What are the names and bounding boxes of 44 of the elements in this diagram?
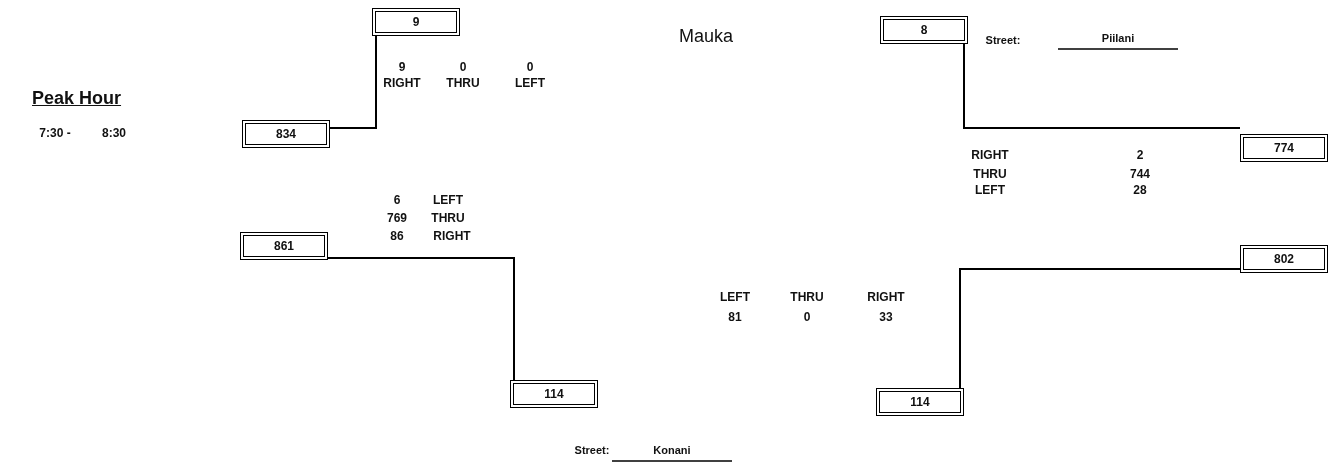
street-name: Konani (653, 444, 691, 456)
time-text: 7:30 - (39, 126, 71, 140)
volume-number: 9 (398, 60, 406, 74)
volume-number: 28 (1133, 183, 1147, 197)
volume-number: 0 (526, 60, 534, 74)
heading: Peak Hour (32, 88, 122, 109)
volume-number: 769 (387, 211, 407, 225)
movement-label: LEFT (975, 183, 1005, 197)
movement-label: RIGHT (433, 229, 471, 243)
volume-number: 0 (803, 310, 811, 324)
volume-number: 6 (393, 193, 401, 207)
movement-label: RIGHT (383, 76, 421, 90)
volume-number: 0 (459, 60, 467, 74)
volume-box: 861 (240, 232, 328, 260)
movement-label: LEFT (720, 290, 750, 304)
volume-box: 114 (876, 388, 964, 416)
volume-box: 774 (1240, 134, 1328, 162)
street-caption: Street: (985, 34, 1021, 46)
time-text: 8:30 (102, 126, 126, 140)
movement-label: THRU (431, 211, 465, 225)
volume-number: 2 (1136, 148, 1144, 162)
volume-number: 86 (390, 229, 404, 243)
street-caption: Street: (574, 444, 610, 456)
volume-box: 114 (510, 380, 598, 408)
road-line (327, 257, 515, 381)
volume-number: 81 (728, 310, 742, 324)
movement-label: THRU (973, 167, 1007, 181)
volume-box: 9 (372, 8, 460, 36)
street-name: Piilani (1101, 32, 1135, 44)
road-line (329, 35, 377, 129)
volume-number: 33 (879, 310, 893, 324)
movement-label: RIGHT (971, 148, 1009, 162)
road-line (963, 43, 1241, 129)
movement-label: LEFT (515, 76, 545, 90)
movement-label: LEFT (433, 193, 463, 207)
movement-label: RIGHT (867, 290, 905, 304)
movement-label: THRU (790, 290, 824, 304)
volume-number: 744 (1130, 167, 1150, 181)
volume-box: 834 (242, 120, 330, 148)
volume-box: 8 (880, 16, 968, 44)
movement-label: THRU (446, 76, 480, 90)
street-name: Mauka (679, 26, 733, 47)
road-line (959, 268, 1241, 389)
volume-box: 802 (1240, 245, 1328, 273)
